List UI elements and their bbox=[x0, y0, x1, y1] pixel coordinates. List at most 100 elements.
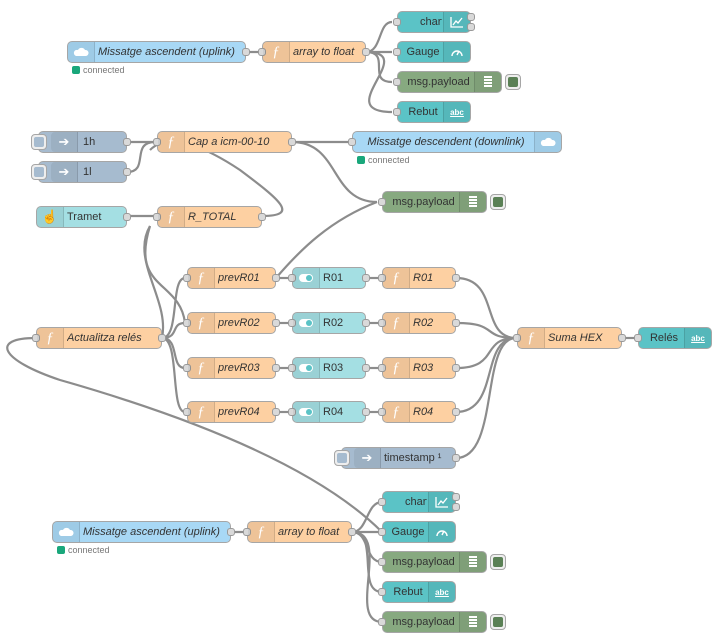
output-port[interactable] bbox=[452, 364, 460, 372]
input-port[interactable] bbox=[378, 408, 386, 416]
switch-node-R01[interactable]: R01 bbox=[288, 267, 370, 289]
function-node-array-to-float[interactable]: ƒ array to float bbox=[258, 41, 370, 63]
output-port[interactable] bbox=[362, 274, 370, 282]
output-port[interactable] bbox=[467, 13, 475, 21]
output-port[interactable] bbox=[362, 48, 370, 56]
output-port[interactable] bbox=[272, 319, 280, 327]
output-port[interactable] bbox=[348, 528, 356, 536]
input-port[interactable] bbox=[378, 319, 386, 327]
switch-node-R02[interactable]: R02 bbox=[288, 312, 370, 334]
function-node-r-total[interactable]: ƒ R_TOTAL bbox=[153, 206, 266, 228]
chart-node[interactable]: chart bbox=[378, 491, 460, 513]
output-port[interactable] bbox=[362, 319, 370, 327]
input-port[interactable] bbox=[393, 108, 401, 116]
output-port[interactable] bbox=[467, 23, 475, 31]
function-node-prevR04[interactable]: ƒ prevR04 bbox=[183, 401, 280, 423]
input-port[interactable] bbox=[288, 364, 296, 372]
function-node-array-to-float[interactable]: ƒ array to float bbox=[243, 521, 356, 543]
function-node-prevR02[interactable]: ƒ prevR02 bbox=[183, 312, 280, 334]
output-port[interactable] bbox=[272, 274, 280, 282]
function-node-R02[interactable]: ƒ R02 bbox=[378, 312, 460, 334]
input-port[interactable] bbox=[153, 213, 161, 221]
input-port[interactable] bbox=[183, 408, 191, 416]
input-port[interactable] bbox=[393, 48, 401, 56]
input-port[interactable] bbox=[183, 364, 191, 372]
mqtt-out-downlink-node[interactable]: Missatge descendent (downlink) bbox=[348, 131, 562, 153]
text-node-rebut[interactable]: Rebut abc bbox=[378, 581, 456, 603]
text-node-rebut[interactable]: Rebut abc bbox=[393, 101, 471, 123]
inject-node-1h[interactable]: ➔ 1h bbox=[31, 131, 131, 153]
output-port[interactable] bbox=[123, 168, 131, 176]
debug-node[interactable]: msg.payload bbox=[378, 611, 506, 633]
text-node-reles[interactable]: Relés abc bbox=[634, 327, 712, 349]
input-port[interactable] bbox=[243, 528, 251, 536]
debug-toggle-button[interactable] bbox=[490, 194, 506, 210]
debug-toggle-button[interactable] bbox=[505, 74, 521, 90]
inject-button[interactable] bbox=[334, 450, 350, 466]
output-port[interactable] bbox=[452, 319, 460, 327]
inject-button[interactable] bbox=[31, 134, 47, 150]
output-port[interactable] bbox=[288, 138, 296, 146]
button-node-tramet[interactable]: ☝ Tramet bbox=[36, 206, 131, 228]
input-port[interactable] bbox=[258, 48, 266, 56]
input-port[interactable] bbox=[288, 274, 296, 282]
function-node-cap-icm[interactable]: ƒ Cap a icm-00-10 bbox=[153, 131, 296, 153]
output-port[interactable] bbox=[362, 364, 370, 372]
input-port[interactable] bbox=[378, 364, 386, 372]
input-port[interactable] bbox=[32, 334, 40, 342]
output-port[interactable] bbox=[158, 334, 166, 342]
input-port[interactable] bbox=[183, 274, 191, 282]
input-port[interactable] bbox=[183, 319, 191, 327]
input-port[interactable] bbox=[378, 528, 386, 536]
output-port[interactable] bbox=[452, 493, 460, 501]
output-port[interactable] bbox=[123, 138, 131, 146]
input-port[interactable] bbox=[513, 334, 521, 342]
output-port[interactable] bbox=[452, 503, 460, 511]
output-port[interactable] bbox=[272, 408, 280, 416]
gauge-node[interactable]: Gauge bbox=[378, 521, 456, 543]
debug-node[interactable]: msg.payload bbox=[378, 191, 506, 213]
input-port[interactable] bbox=[393, 18, 401, 26]
function-node-suma-hex[interactable]: ƒ Suma HEX bbox=[513, 327, 626, 349]
inject-button[interactable] bbox=[31, 164, 47, 180]
chart-node[interactable]: chart bbox=[393, 11, 475, 33]
output-port[interactable] bbox=[618, 334, 626, 342]
switch-node-R03[interactable]: R03 bbox=[288, 357, 370, 379]
input-port[interactable] bbox=[378, 618, 386, 626]
inject-node-1l[interactable]: ➔ 1l bbox=[31, 161, 131, 183]
input-port[interactable] bbox=[634, 334, 642, 342]
inject-node-timestamp[interactable]: ➔ timestamp ¹ bbox=[334, 447, 460, 469]
input-port[interactable] bbox=[378, 198, 386, 206]
debug-toggle-button[interactable] bbox=[490, 554, 506, 570]
input-port[interactable] bbox=[288, 319, 296, 327]
output-port[interactable] bbox=[258, 213, 266, 221]
input-port[interactable] bbox=[288, 408, 296, 416]
input-port[interactable] bbox=[378, 558, 386, 566]
switch-node-R04[interactable]: R04 bbox=[288, 401, 370, 423]
output-port[interactable] bbox=[362, 408, 370, 416]
output-port[interactable] bbox=[242, 48, 250, 56]
debug-node[interactable]: msg.payload bbox=[393, 71, 521, 93]
function-node-R04[interactable]: ƒ R04 bbox=[378, 401, 460, 423]
output-port[interactable] bbox=[452, 274, 460, 282]
input-port[interactable] bbox=[153, 138, 161, 146]
input-port[interactable] bbox=[393, 78, 401, 86]
debug-node[interactable]: msg.payload bbox=[378, 551, 506, 573]
input-port[interactable] bbox=[378, 498, 386, 506]
output-port[interactable] bbox=[123, 213, 131, 221]
function-node-R03[interactable]: ƒ R03 bbox=[378, 357, 460, 379]
gauge-node[interactable]: Gauge bbox=[393, 41, 471, 63]
mqtt-in-uplink-node[interactable]: Missatge ascendent (uplink) bbox=[67, 41, 250, 63]
output-port[interactable] bbox=[452, 454, 460, 462]
function-node-actualitza-reles[interactable]: ƒ Actualitza relés bbox=[32, 327, 166, 349]
function-node-prevR03[interactable]: ƒ prevR03 bbox=[183, 357, 280, 379]
mqtt-in-uplink-node[interactable]: Missatge ascendent (uplink) bbox=[52, 521, 235, 543]
input-port[interactable] bbox=[348, 138, 356, 146]
input-port[interactable] bbox=[378, 588, 386, 596]
function-node-prevR01[interactable]: ƒ prevR01 bbox=[183, 267, 280, 289]
output-port[interactable] bbox=[452, 408, 460, 416]
debug-toggle-button[interactable] bbox=[490, 614, 506, 630]
output-port[interactable] bbox=[272, 364, 280, 372]
input-port[interactable] bbox=[378, 274, 386, 282]
